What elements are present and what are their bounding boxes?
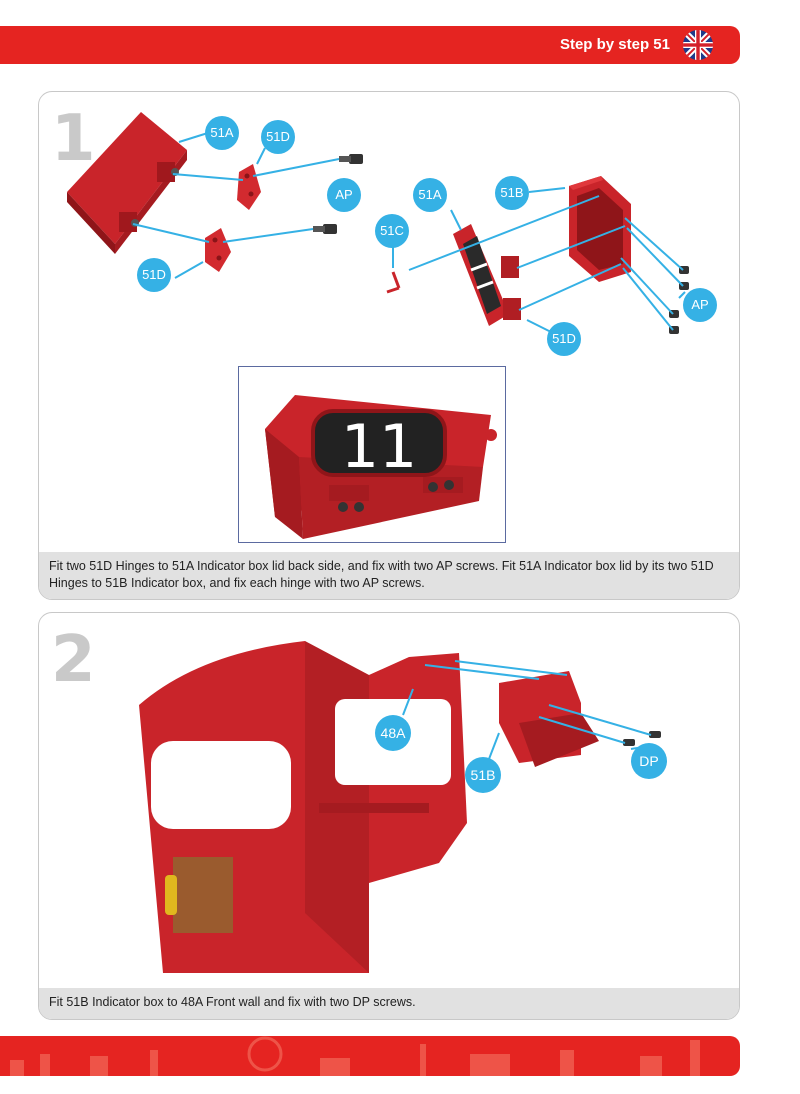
hinge-51d [237, 164, 261, 210]
callout-51c: 51C [375, 214, 409, 248]
step-1-caption: Fit two 51D Hinges to 51A Indicator box … [39, 552, 739, 599]
step-number: 1 [51, 102, 96, 176]
indicator-lid-51a [453, 224, 521, 326]
inset-digits: 11 [341, 412, 417, 482]
callout-51a: 51A [413, 178, 447, 212]
step-2-panel: 2 [38, 612, 740, 1020]
callout-dp: DP [631, 743, 667, 779]
callout-51b: 51B [495, 176, 529, 210]
front-wall-48a [139, 641, 467, 973]
callout-51d: 51D [261, 120, 295, 154]
callout-ap: AP [683, 288, 717, 322]
crank-51c [386, 271, 401, 294]
step-1-panel: 1 [38, 91, 740, 600]
hinge-51d [205, 228, 231, 272]
step-number: 2 [51, 623, 96, 697]
page-title: Step by step 51 [559, 36, 670, 53]
callout-51d: 51D [547, 322, 581, 356]
footer-skyline-bar [0, 1036, 740, 1076]
indicator-lid-51a [67, 112, 187, 254]
screw-ap [339, 154, 363, 164]
step-1-illustration [67, 112, 689, 334]
screw-ap [313, 224, 337, 234]
callout-51b: 51B [465, 757, 501, 793]
header-bar: Step by step 51 [0, 26, 740, 64]
london-skyline-decoration [10, 1036, 700, 1076]
uk-flag-icon [683, 30, 713, 60]
callout-51d: 51D [137, 258, 171, 292]
screw-dp [623, 731, 661, 746]
callout-48a: 48A [375, 715, 411, 751]
callout-ap: AP [327, 178, 361, 212]
callout-51a: 51A [205, 116, 239, 150]
assembled-indicator-box-inset: 11 [238, 366, 506, 543]
step-2-illustration [139, 641, 661, 973]
indicator-box-51b [569, 176, 631, 282]
step-2-caption: Fit 51B Indicator box to 48A Front wall … [39, 988, 739, 1019]
